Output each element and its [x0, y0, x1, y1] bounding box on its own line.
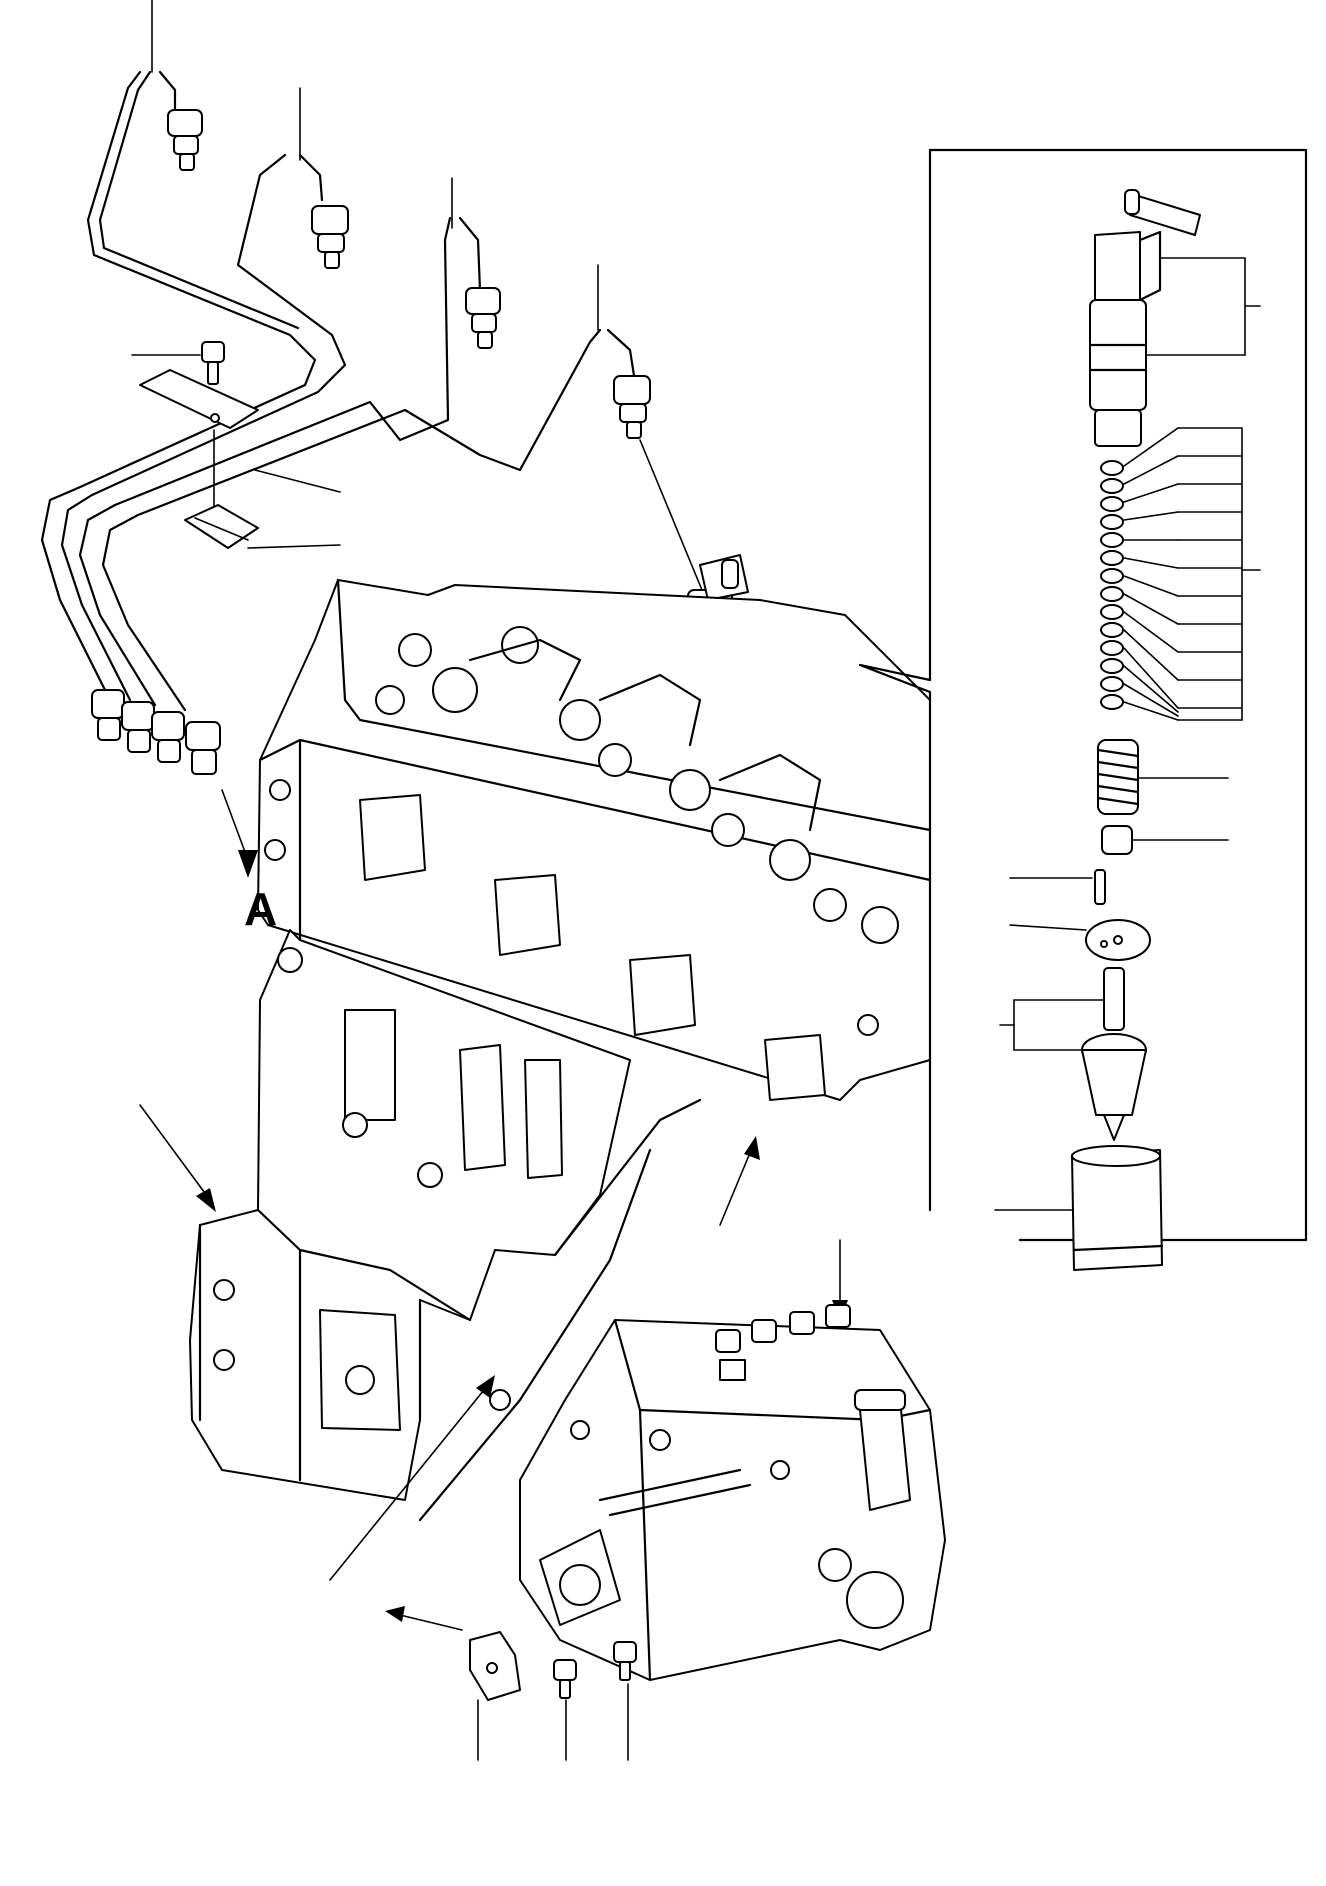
spring — [1098, 740, 1228, 814]
pipe-nuts-top — [168, 110, 650, 438]
injector-detail-panel — [860, 150, 1306, 1270]
reference-arrows — [140, 1105, 848, 1630]
cylinder-head — [258, 580, 930, 1100]
shim-stack — [1101, 461, 1123, 709]
shim-leader-lines — [1124, 428, 1260, 720]
cylinder-block — [190, 930, 700, 1520]
fuel-injection-pipes — [42, 72, 635, 710]
view-a-label: A — [244, 883, 277, 935]
top-leader-lines — [132, 0, 830, 664]
bottom-leader-lines — [478, 1684, 628, 1760]
pipe-nuts-bottom — [92, 690, 258, 878]
injection-pump — [470, 1305, 945, 1700]
pipe-clamp — [140, 342, 258, 548]
